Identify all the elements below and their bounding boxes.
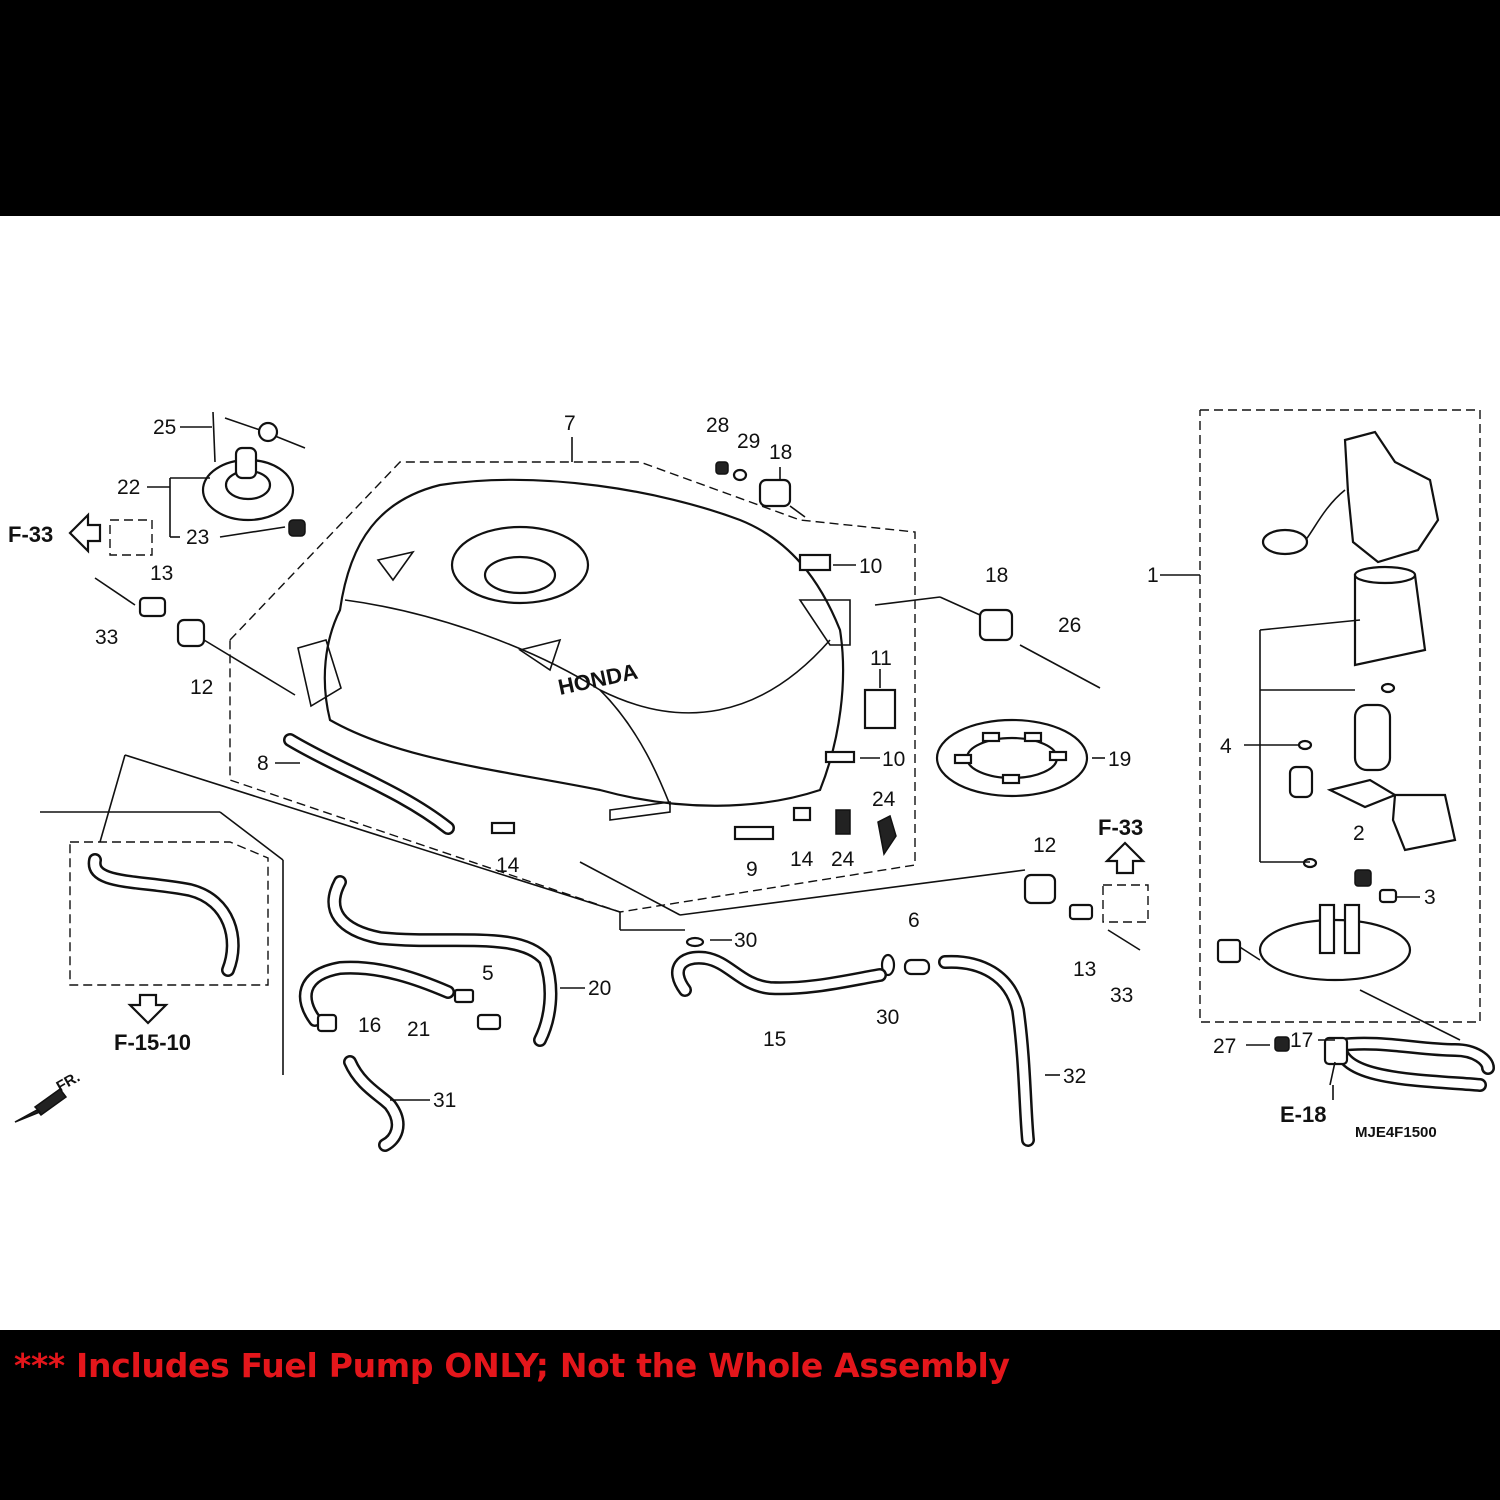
label-19: 19 [1108, 748, 1131, 771]
label-15: 15 [763, 1028, 786, 1051]
label-27: 27 [1213, 1035, 1236, 1058]
top-black-bar [0, 0, 1500, 216]
label-7: 7 [564, 412, 576, 435]
ref-f33-right: F-33 [1098, 815, 1143, 840]
label-13-left: 13 [150, 562, 173, 585]
label-12-left: 12 [190, 676, 213, 699]
bottom-black-bar [0, 1330, 1500, 1500]
diagram-svg: HONDA [8, 409, 1495, 1152]
tank-group-outline [229, 461, 916, 913]
fuel-cap-assembly [201, 411, 306, 537]
label-20: 20 [588, 977, 611, 1000]
label-10-bottom: 10 [882, 748, 905, 771]
pump-assembly-outline [1199, 409, 1481, 1023]
label-32: 32 [1063, 1065, 1086, 1088]
ref-e18: E-18 [1280, 1102, 1326, 1127]
label-1: 1 [1147, 564, 1159, 587]
f15-hose-outline [69, 841, 269, 986]
label-9: 9 [746, 858, 758, 881]
label-12-right: 12 [1033, 834, 1056, 857]
label-8: 8 [257, 752, 269, 775]
fuel-pump-notice: *** Includes Fuel Pump ONLY; Not the Who… [14, 1346, 1010, 1385]
label-24-top: 24 [872, 788, 896, 811]
label-2: 2 [1353, 822, 1365, 845]
leader-lines [40, 426, 1420, 1101]
label-23: 23 [186, 526, 209, 549]
label-13-right: 13 [1073, 958, 1096, 981]
f33-left-grommet-box [109, 519, 153, 556]
label-30-bottom: 30 [876, 1006, 899, 1029]
label-16: 16 [358, 1014, 381, 1037]
hoses [87, 733, 1495, 1152]
fuel-pump-assembly [1216, 430, 1461, 1041]
label-30-top: 30 [734, 929, 757, 952]
label-21: 21 [407, 1018, 430, 1041]
parts-diagram: HONDA [0, 216, 1500, 1330]
label-33-left: 33 [95, 626, 118, 649]
label-14-right: 14 [790, 848, 814, 871]
label-26: 26 [1058, 614, 1081, 637]
ref-f33-left: F-33 [8, 522, 53, 547]
ref-f15-10: F-15-10 [114, 1030, 191, 1055]
reference-labels: F-33 F-33 F-15-10 E-18 FR. MJE4F1500 [8, 522, 1437, 1141]
label-18-right: 18 [985, 564, 1008, 587]
label-33-right: 33 [1110, 984, 1133, 1007]
label-3: 3 [1424, 886, 1436, 909]
label-24-bottom: 24 [831, 848, 855, 871]
fuel-tank: HONDA [297, 478, 851, 821]
label-18-top: 18 [769, 441, 792, 464]
label-6: 6 [908, 909, 920, 932]
label-17: 17 [1290, 1029, 1313, 1052]
f33-right-grommet-box [1102, 884, 1149, 923]
label-25: 25 [153, 416, 176, 439]
hardware-parts [94, 461, 1398, 1052]
label-14-left: 14 [496, 854, 520, 877]
label-31: 31 [433, 1089, 456, 1112]
tank-mount-ring [935, 718, 1089, 798]
diagram-code: MJE4F1500 [1355, 1124, 1437, 1141]
label-22: 22 [117, 476, 140, 499]
reference-arrows [14, 512, 1336, 1123]
part-labels: 1 2 3 4 5 6 7 8 9 10 10 11 12 12 13 13 1… [95, 412, 1436, 1112]
label-11: 11 [870, 647, 892, 670]
label-5: 5 [482, 962, 494, 985]
label-29: 29 [737, 430, 760, 453]
label-4: 4 [1220, 735, 1232, 758]
label-28: 28 [706, 414, 729, 437]
label-10-top: 10 [859, 555, 882, 578]
